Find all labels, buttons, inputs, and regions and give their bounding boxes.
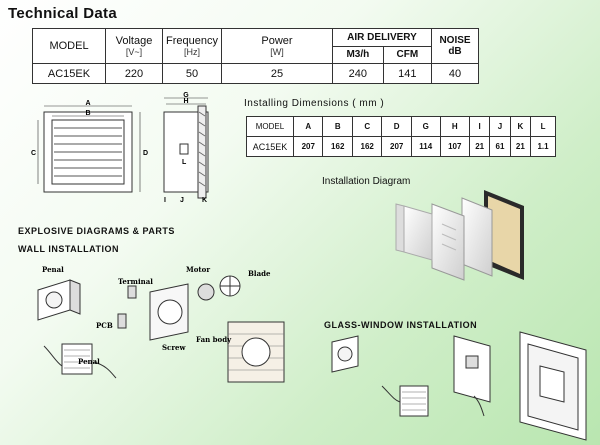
dim-cell-d: 207 (381, 136, 412, 157)
table-row: AC15EK 220 50 25 240 141 40 (32, 63, 479, 84)
dim-cell-i: 21 (468, 136, 491, 157)
voltage-label: Voltage (115, 35, 153, 48)
dim-cell-h: 107 (439, 136, 470, 157)
cell-frequency: 50 (162, 63, 222, 84)
side-view-drawing: G H L I J K (163, 92, 209, 204)
dim-cell-g: 114 (410, 136, 441, 157)
dim-header-j: J (489, 116, 511, 137)
table-row: AC15EK 207 162 162 207 114 107 21 61 21 … (246, 136, 556, 157)
dim-header-l: L (530, 116, 556, 137)
dim-header-model: MODEL (246, 116, 294, 137)
header-cfm: CFM (382, 45, 433, 65)
header-voltage: Voltage [V~] (105, 27, 163, 65)
dim-header-h: H (439, 116, 470, 137)
cell-m3h: 240 (332, 63, 384, 84)
dim-cell-j: 61 (489, 136, 511, 157)
header-model: MODEL (32, 27, 106, 65)
frequency-unit: [Hz] (183, 47, 200, 58)
dim-label-g: G (183, 92, 189, 99)
noise-label: NOISE (439, 35, 471, 47)
part-label-fan-body: Fan body (196, 335, 232, 344)
dim-cell-c: 162 (351, 136, 383, 157)
wall-installation-title: WALL INSTALLATION (18, 244, 119, 254)
part-label-pcb: PCB (96, 321, 113, 330)
explosive-diagrams-title: EXPLOSIVE DIAGRAMS & PARTS (18, 226, 175, 236)
dim-label-b: B (85, 110, 90, 117)
dim-header-k: K (509, 116, 532, 137)
dim-cell-a: 207 (292, 136, 324, 157)
page-title: Technical Data (8, 5, 117, 22)
dim-cell-model: AC15EK (246, 136, 294, 157)
dim-label-l: L (182, 159, 187, 166)
dim-label-i: I (164, 197, 166, 204)
cell-cfm: 141 (382, 63, 433, 84)
dim-cell-l: 1.1 (530, 136, 556, 157)
dim-header-i: I (468, 116, 491, 137)
cell-voltage: 220 (105, 63, 163, 84)
cell-model: AC15EK (32, 63, 106, 84)
frequency-label: Frequency (166, 35, 218, 48)
header-noise: NOISE dB (431, 27, 479, 65)
part-label-blade: Blade (248, 269, 271, 278)
installing-dimensions-table: MODEL A B C D G H I J K L AC15EK 207 162… (246, 116, 556, 157)
part-label-motor: Motor (186, 265, 210, 274)
front-view-drawing: A B C D (31, 100, 148, 193)
dim-cell-k: 21 (509, 136, 532, 157)
dim-label-a: A (85, 100, 90, 107)
part-label-panel-top: Penal (42, 265, 64, 274)
technical-data-table: MODEL Voltage [V~] Frequency [Hz] Power … (32, 27, 479, 84)
dim-cell-b: 162 (322, 136, 353, 157)
header-air-delivery: AIR DELIVERY (332, 28, 432, 47)
header-frequency: Frequency [Hz] (162, 27, 222, 65)
glass-window-installation-diagram (331, 331, 587, 441)
dim-header-g: G (410, 116, 441, 137)
dim-label-k: K (202, 197, 207, 204)
header-m3h: M3/h (332, 45, 384, 65)
installing-dimensions-title: Installing Dimensions ( mm ) (244, 98, 385, 109)
installation-diagram-title: Installation Diagram (322, 176, 411, 187)
part-label-panel-bottom: Penal (78, 357, 100, 366)
power-unit: [W] (270, 47, 284, 58)
dim-header-a: A (292, 116, 324, 137)
glass-window-installation-title: GLASS-WINDOW INSTALLATION (324, 320, 478, 330)
installation-diagram-image (395, 190, 524, 281)
power-label: Power (261, 35, 293, 48)
header-power: Power [W] (221, 27, 333, 65)
dim-header-b: B (322, 116, 353, 137)
dim-header-c: C (351, 116, 383, 137)
dim-label-d: D (143, 150, 148, 157)
cell-power: 25 (221, 63, 333, 84)
wall-installation-diagram: Penal Terminal Motor Blade PCB Screw Fan… (37, 265, 285, 383)
voltage-unit: [V~] (125, 47, 143, 58)
dim-label-h: H (183, 98, 188, 105)
dim-header-d: D (381, 116, 412, 137)
dim-label-j: J (180, 197, 184, 204)
noise-unit: dB (448, 46, 462, 58)
part-label-terminal: Terminal (118, 277, 153, 286)
dim-label-c: C (31, 150, 36, 157)
part-label-screw: Screw (162, 343, 186, 352)
cell-noise: 40 (431, 63, 479, 84)
